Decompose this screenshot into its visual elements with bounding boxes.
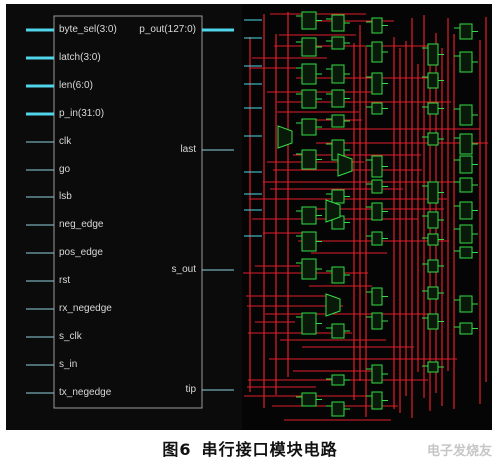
logic-gate (427, 102, 439, 115)
logic-gate (459, 104, 473, 126)
logic-gate (371, 17, 383, 34)
figure-number: 图6 (162, 440, 192, 459)
logic-gate (371, 231, 383, 246)
logic-gate (331, 114, 345, 128)
logic-gate (301, 312, 317, 335)
logic-gate (459, 23, 473, 40)
logic-gate (459, 246, 473, 259)
mux-gate (325, 199, 341, 223)
logic-gate (427, 211, 439, 229)
logic-gate (301, 37, 317, 57)
logic-gate (427, 361, 439, 373)
logic-gate (427, 259, 439, 273)
logic-gate (459, 322, 473, 335)
logic-gate (427, 43, 439, 66)
logic-gate (331, 89, 345, 108)
netlist-graphic (243, 11, 488, 421)
logic-gate (331, 401, 345, 417)
logic-gate (371, 364, 383, 384)
module-symbol-panel: byte_sel(3:0) latch(3:0) len(6:0) p_in(31:0… (6, 4, 242, 430)
logic-gate (301, 392, 317, 407)
input-port-label: s_in (59, 359, 78, 370)
input-port-label: byte_sel(3:0) (59, 24, 117, 35)
input-port-label: clk (59, 136, 72, 147)
logic-gate (301, 206, 317, 225)
logic-gate (371, 155, 383, 178)
logic-gate (371, 72, 383, 95)
logic-gate (331, 189, 345, 204)
logic-gate (459, 201, 473, 220)
output-port-label: s_out (171, 264, 196, 275)
input-port-label: pos_edge (59, 247, 103, 258)
logic-gate (427, 72, 439, 89)
input-port-label: rst (59, 275, 71, 286)
input-port-label: p_in(31:0) (59, 108, 105, 119)
logic-gate (301, 118, 317, 136)
input-port-label: go (59, 164, 71, 175)
logic-gate (427, 181, 439, 204)
mux-gate (277, 125, 293, 149)
logic-gate (459, 295, 473, 313)
schematic-figure: byte_sel(3:0) latch(3:0) len(6:0) p_in(31:0… (6, 4, 492, 430)
output-port-label: tip (185, 384, 196, 395)
logic-gate (371, 102, 383, 115)
module-symbol-graphic (26, 15, 234, 409)
logic-gate (427, 132, 439, 146)
logic-gate (301, 11, 317, 30)
logic-gate (427, 233, 439, 246)
input-port-label: rx_negedge (59, 303, 112, 314)
logic-gate (331, 266, 345, 284)
logic-gate (371, 202, 383, 221)
logic-gate (371, 41, 383, 63)
logic-gate (459, 133, 473, 155)
output-port-label: p_out(127:0) (139, 24, 196, 35)
figure-caption: 图6 串行接口模块电路 (0, 436, 500, 460)
input-port-label: latch(3:0) (59, 52, 101, 63)
logic-gate (427, 313, 439, 330)
logic-gate (459, 224, 473, 244)
input-port-label: tx_negedge (59, 387, 112, 398)
logic-gate (301, 258, 317, 280)
logic-gate (371, 312, 383, 330)
input-port-label: s_clk (59, 331, 82, 342)
logic-gate (371, 287, 383, 306)
output-port-label: last (180, 144, 196, 155)
logic-gate (301, 89, 317, 109)
input-port-label: neg_edge (59, 219, 104, 230)
logic-gate (371, 391, 383, 410)
input-port-label: len(6:0) (59, 80, 93, 91)
logic-gate (459, 177, 473, 193)
logic-gate (331, 64, 345, 84)
logic-gate (331, 374, 345, 386)
gate-netlist-panel (242, 4, 492, 430)
logic-gate (301, 149, 317, 170)
logic-gate (427, 286, 439, 300)
mux-gate (337, 153, 353, 177)
figure-title: 串行接口模块电路 (201, 440, 338, 459)
logic-gate (331, 36, 345, 50)
module-box (53, 15, 203, 409)
logic-gate (459, 51, 473, 73)
logic-gate (459, 155, 473, 174)
logic-gate (331, 14, 345, 32)
logic-gate (301, 63, 317, 85)
watermark: 电子发烧友 (426, 444, 492, 459)
logic-gate (331, 323, 345, 339)
mux-gate (325, 293, 341, 317)
logic-gate (301, 231, 317, 252)
logic-gate (371, 179, 383, 194)
input-port-label: lsb (59, 191, 72, 202)
